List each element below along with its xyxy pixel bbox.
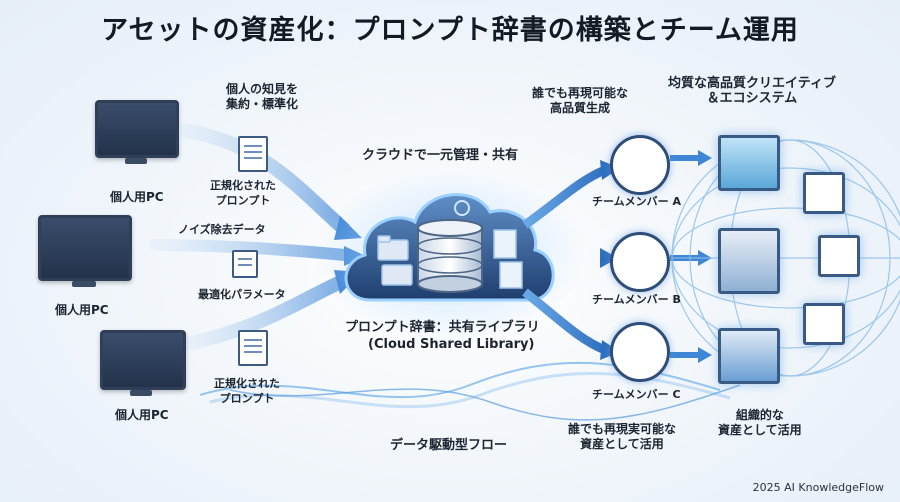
member-a-label: チームメンバー A: [592, 195, 682, 208]
edit-document-icon: [803, 172, 845, 214]
library-title: プロンプト辞書：共有ライブラリ: [345, 320, 540, 335]
portrait-image-icon: [718, 228, 780, 294]
normalized-prompt-caption-1: 正規化された プロンプト: [210, 179, 276, 207]
pc-label-2: 個人用PC: [55, 303, 109, 317]
image-card-icon: [818, 235, 860, 277]
personal-pc-1: [95, 100, 185, 180]
flow-caption: データ駆動型フロー: [390, 438, 508, 453]
document-icon-right: [493, 229, 523, 289]
normalized-prompt-caption-2: 正規化された プロンプト: [214, 377, 280, 405]
knowledge-note: 個人の知見を 集約・標準化: [226, 82, 299, 111]
noise-removed-caption: ノイズ除去データ: [178, 223, 266, 236]
database-icon: [417, 219, 483, 293]
reusable-asset-note: 誰でも再現実可能な 資産として活用: [568, 422, 677, 451]
monitor-icon: [38, 215, 132, 281]
landscape-image-icon: [718, 135, 780, 191]
gear-icon: [454, 200, 470, 216]
arm-head-b: [600, 248, 618, 268]
monitor-icon: [95, 100, 179, 158]
ecosystem-globe: [671, 139, 900, 377]
page-title: アセットの資産化：プロンプト辞書の構築とチーム運用: [101, 15, 799, 46]
organizational-asset-caption: 組織的な 資産として活用: [718, 408, 802, 437]
personal-pc-3: [100, 330, 190, 410]
optimized-parameter-caption: 最適化パラメータ: [198, 288, 286, 301]
wave-flow-3: [229, 384, 741, 421]
ecosystem-title: 均質な高品質クリエイティブ ＆エコシステム: [668, 76, 836, 106]
member-c-avatar: [610, 322, 670, 382]
arm-to-member-c: [522, 288, 607, 355]
cube-asset-icon: [718, 328, 780, 384]
member-b-avatar: [610, 232, 670, 292]
pc-label-1: 個人用PC: [110, 190, 164, 204]
parameter-icon: [232, 250, 258, 278]
folder-icon-left: [377, 235, 413, 286]
document-icon: [238, 330, 268, 366]
member-b-label: チームメンバー B: [592, 293, 681, 306]
stream-top: [179, 123, 350, 236]
monitor-icon: [100, 330, 186, 390]
footer-credit: 2025 AI KnowledgeFlow: [752, 481, 884, 494]
personal-pc-2: [38, 215, 132, 295]
cloud-caption: クラウドで一元管理・共有: [362, 148, 519, 163]
photo-card-icon: [803, 303, 845, 345]
arm-to-member-a: [522, 165, 607, 229]
member-c-label: チームメンバー C: [592, 388, 681, 401]
reproducible-note: 誰でも再現可能な 高品質生成: [532, 86, 629, 115]
library-subtitle: (Cloud Shared Library): [368, 337, 535, 352]
document-icon: [238, 136, 268, 172]
pc-label-3: 個人用PC: [115, 408, 169, 422]
member-a-avatar: [610, 135, 670, 195]
